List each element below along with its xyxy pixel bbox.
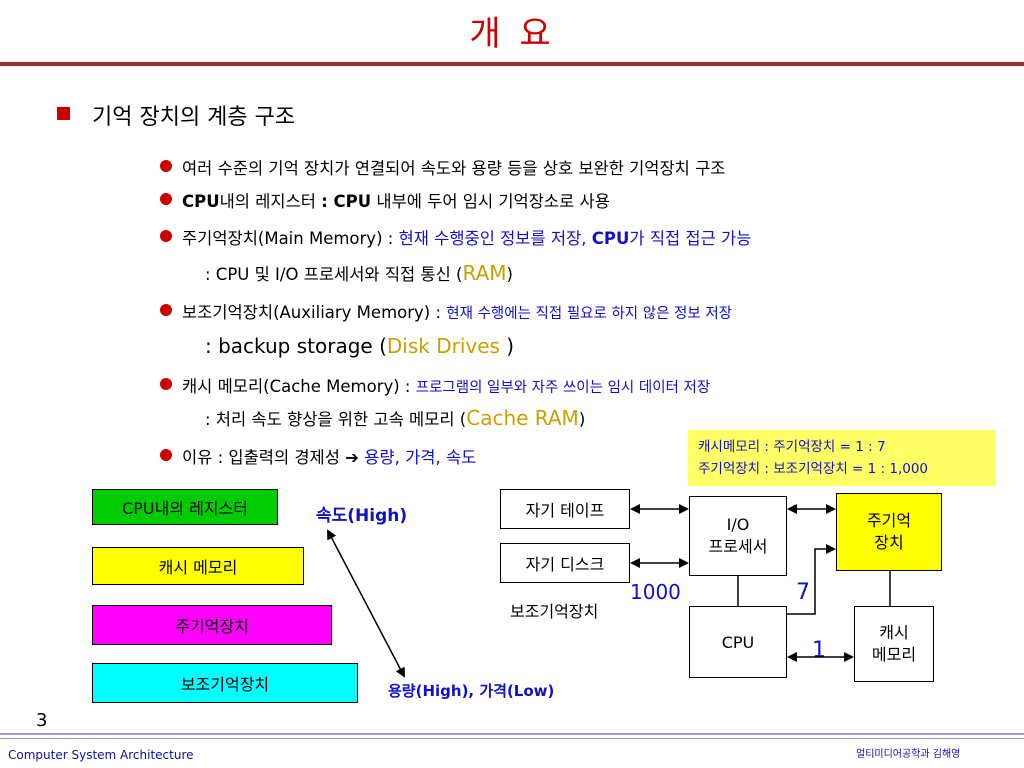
magnetic-disk-label: 자기 디스크 (525, 555, 605, 574)
bullet-text: 여러 수준의 기억 장치가 연결되어 속도와 용량 등을 상호 보완한 기억장치… (182, 159, 726, 178)
footer-author: 멀티미디어공학과 김해영 (856, 749, 961, 760)
bullet-text: 내부에 두어 임시 기억장소로 사용 (371, 192, 610, 211)
footer-course-title: Computer System Architecture (8, 748, 194, 762)
square-bullet-icon (57, 107, 70, 120)
cpu-label: CPU (721, 632, 755, 652)
ratio-note-line: 캐시메모리 : 주기억장치 = 1 : 7 (698, 439, 886, 455)
title-divider (0, 62, 1024, 66)
bullet-text: 보조기억장치(Auxiliary Memory) : (182, 303, 447, 322)
main-memory-label: 주기억 장치 (866, 511, 912, 552)
bullet-main-memory: 주기억장치(Main Memory) : 현재 수행중인 정보를 저장, CPU… (182, 225, 751, 249)
hierarchy-level-registers: CPU내의 레지스터 (92, 489, 278, 525)
footer-divider (0, 738, 1024, 739)
cpu-main-arrow (787, 544, 836, 615)
cpu-box: CPU (689, 606, 787, 678)
bullet-text-blue: 현재 수행중인 정보를 저장, (398, 229, 592, 248)
circle-bullet-icon (160, 449, 172, 461)
bullet-text: ) (578, 410, 586, 429)
bullet-text: 내의 레지스터 (219, 192, 322, 211)
bullet-text-gold: RAM (462, 261, 507, 285)
aux-memory-label: 보조기억장치 (510, 602, 599, 621)
capacity-label: 용량(High), 가격(Low) (388, 682, 555, 700)
circle-bullet-icon (160, 160, 172, 172)
bullet-text: 캐시 메모리(Cache Memory) : (182, 377, 416, 396)
bullet-text: : backup storage ( (205, 334, 387, 358)
magnetic-tape-box: 자기 테이프 (500, 489, 630, 529)
bullet-text-blue: 현재 수행에는 직접 필요로 하지 않은 정보 저장 (446, 306, 733, 322)
bullet-main-memory-sub: : CPU 및 I/O 프로세서와 직접 통신 (RAM) (205, 261, 513, 285)
circle-bullet-icon (160, 304, 172, 316)
bullet-text-blue-bold: CPU (591, 229, 630, 248)
hierarchy-level-cache: 캐시 메모리 (92, 547, 304, 585)
hierarchy-level-label: CPU내의 레지스터 (122, 499, 248, 518)
ratio-label-1000: 1000 (630, 580, 681, 604)
bullet-text-gold: Disk Drives (386, 334, 500, 358)
magnetic-disk-box: 자기 디스크 (500, 543, 630, 583)
bullet-text-blue: 용량, 가격, 속도 (359, 448, 477, 467)
page-title: 개 요 (469, 14, 555, 54)
ratio-note: 캐시메모리 : 주기억장치 = 1 : 7 주기억장치 : 보조기억장치 = 1… (688, 430, 996, 486)
bullet-cache-memory: 캐시 메모리(Cache Memory) : 프로그램의 일부와 자주 쓰이는 … (182, 373, 710, 397)
bullet-text-bold: CPU (182, 192, 220, 211)
section-title: 기억 장치의 계층 구조 (92, 105, 296, 130)
right-arrow-icon: ➔ (345, 448, 359, 467)
io-processor-label: I/O 프로세서 (708, 515, 768, 556)
bullet-text-blue: 가 직접 접근 가능 (629, 229, 752, 248)
bullet-text-blue: 프로그램의 일부와 자주 쓰이는 임시 데이터 저장 (415, 380, 711, 396)
hierarchy-level-label: 주기억장치 (175, 617, 249, 636)
bullet-text: ) (499, 334, 515, 358)
bullet-cache-memory-sub: : 처리 속도 향상을 위한 고속 메모리 (Cache RAM) (205, 406, 585, 430)
bullet-registers: CPU내의 레지스터 : CPU 내부에 두어 임시 기억장소로 사용 (182, 188, 610, 212)
bullet-hierarchy-definition: 여러 수준의 기억 장치가 연결되어 속도와 용량 등을 상호 보완한 기억장치… (182, 155, 725, 179)
bullet-text: 이유 : 입출력의 경제성 (182, 448, 346, 467)
ratio-label-7: 7 (796, 580, 810, 605)
speed-capacity-arrow (327, 529, 405, 678)
bullet-text: : CPU 및 I/O 프로세서와 직접 통신 ( (205, 265, 463, 284)
bullet-text: : 처리 속도 향상을 위한 고속 메모리 ( (205, 410, 467, 429)
bullet-text: 주기억장치(Main Memory) : (182, 229, 399, 248)
bullet-reason: 이유 : 입출력의 경제성 ➔ 용량, 가격, 속도 (182, 444, 476, 468)
cache-memory-box: 캐시 메모리 (854, 606, 934, 682)
bullet-aux-memory: 보조기억장치(Auxiliary Memory) : 현재 수행에는 직접 필요… (182, 299, 732, 323)
bullet-text-bold: : CPU (321, 192, 372, 211)
io-processor-box: I/O 프로세서 (689, 496, 787, 576)
hierarchy-level-label: 캐시 메모리 (158, 558, 238, 577)
circle-bullet-icon (160, 378, 172, 390)
hierarchy-level-main: 주기억장치 (92, 605, 332, 645)
ratio-note-line: 주기억장치 : 보조기억장치 = 1 : 1,000 (698, 461, 929, 477)
footer-divider (0, 733, 1024, 735)
main-memory-box: 주기억 장치 (836, 493, 942, 571)
bullet-aux-memory-sub: : backup storage (Disk Drives ) (205, 334, 514, 358)
circle-bullet-icon (160, 230, 172, 242)
cache-memory-label: 캐시 메모리 (871, 623, 917, 664)
hierarchy-level-label: 보조기억장치 (180, 675, 270, 694)
circle-bullet-icon (160, 193, 172, 205)
bullet-text: ) (506, 265, 513, 284)
speed-label: 속도(High) (316, 506, 408, 526)
hierarchy-level-aux: 보조기억장치 (92, 663, 358, 703)
bullet-text-gold: Cache RAM (466, 406, 579, 430)
magnetic-tape-label: 자기 테이프 (525, 501, 605, 520)
page-number: 3 (36, 710, 48, 731)
